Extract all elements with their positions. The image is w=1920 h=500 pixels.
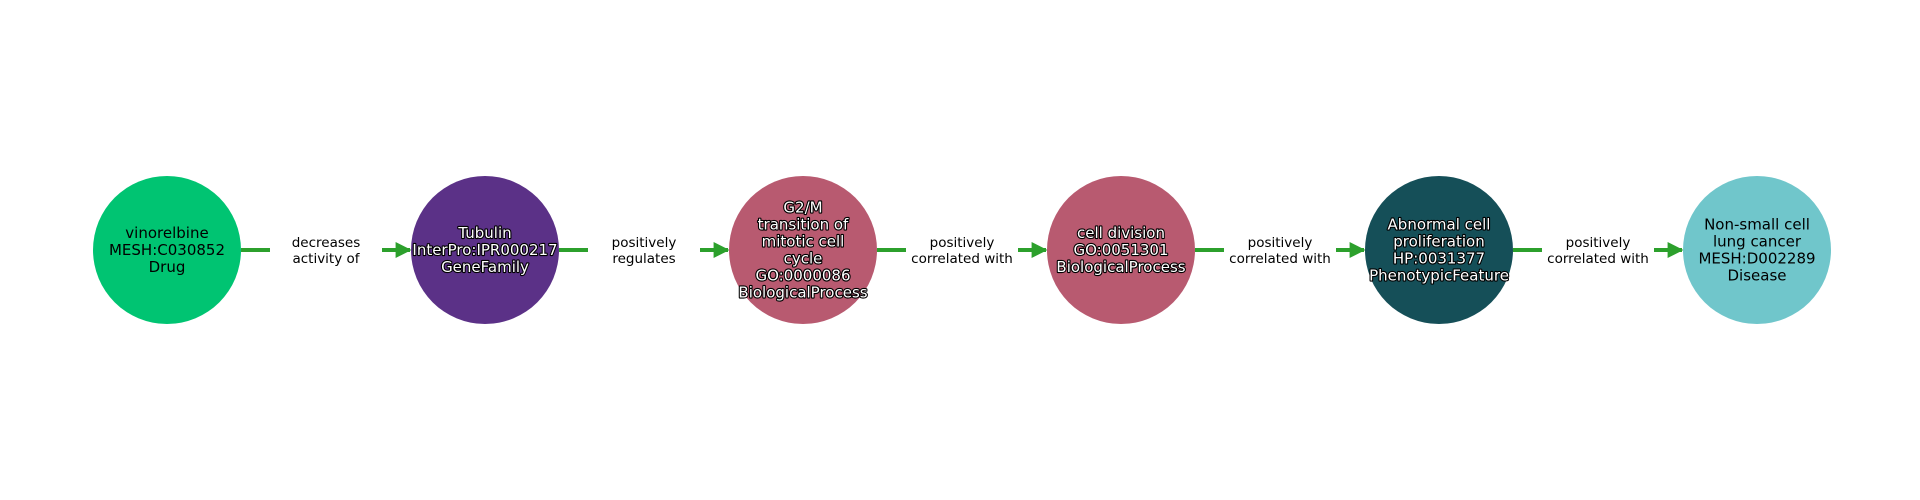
node-label: MESH:C030852 (109, 241, 225, 259)
node-label: HP:0031377 (1393, 250, 1485, 268)
node-label: GO:0000086 (755, 267, 850, 285)
node-label: mitotic cell (762, 233, 845, 251)
node-label: GO:0051301 (1073, 241, 1168, 259)
node-label: Tubulin (457, 224, 511, 242)
node-label: InterPro:IPR000217 (412, 241, 557, 259)
node-circle (1683, 176, 1831, 324)
node-label: cell division (1077, 224, 1165, 242)
edge-label: decreases (292, 235, 361, 251)
node-label: BiologicalProcess (738, 284, 867, 302)
node-label: transition of (758, 216, 849, 234)
node-circle (1047, 176, 1195, 324)
edge-label: positively (1248, 235, 1313, 251)
edge-label: regulates (612, 251, 675, 267)
node-circle (729, 176, 877, 324)
node-label: G2/M (783, 199, 822, 217)
node-label: Disease (1728, 267, 1787, 285)
edge-label: activity of (292, 251, 360, 267)
node-label: Drug (149, 258, 186, 276)
node-label: BiologicalProcess (1056, 258, 1185, 276)
node-circle (93, 176, 241, 324)
node-label: vinorelbine (125, 224, 208, 242)
edge-label: positively (1566, 235, 1631, 251)
edge-label: correlated with (1229, 251, 1331, 267)
edge-label: correlated with (1547, 251, 1649, 267)
edge-label: positively (612, 235, 677, 251)
node-label: Non-small cell (1704, 216, 1810, 234)
node-label: cycle (784, 250, 823, 268)
node-label: proliferation (1393, 233, 1484, 251)
node-label: GeneFamily (441, 258, 529, 276)
node-label: MESH:D002289 (1698, 250, 1815, 268)
node-circle (411, 176, 559, 324)
edge-label: positively (930, 235, 995, 251)
node-label: PhenotypicFeature (1369, 267, 1509, 285)
node-abnormal-cell-proliferation: Abnormal cellproliferationHP:0031377Phen… (1365, 176, 1513, 324)
node-label: lung cancer (1713, 233, 1802, 251)
edge-label: correlated with (911, 251, 1013, 267)
node-circle (1365, 176, 1513, 324)
node-label: Abnormal cell (1388, 216, 1491, 234)
